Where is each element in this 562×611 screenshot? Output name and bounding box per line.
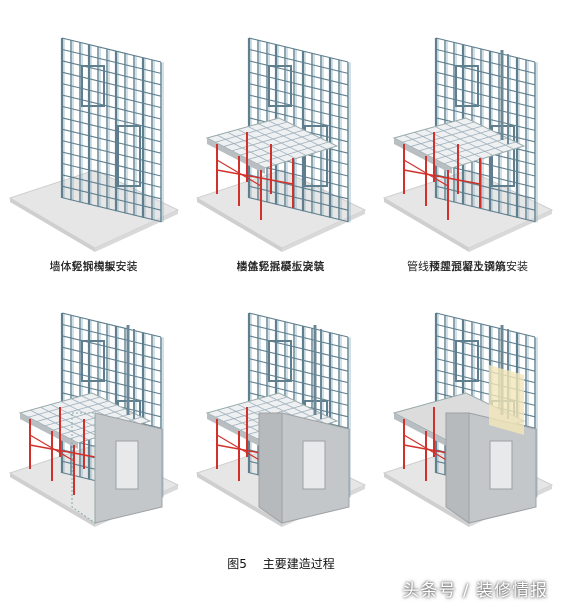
shoring-props — [403, 132, 481, 220]
ground-edge — [197, 198, 282, 252]
ground-edge — [384, 198, 469, 252]
ground-edge — [384, 473, 469, 527]
stage-panel-4 — [0, 295, 187, 545]
wall-formwork — [71, 412, 163, 524]
concrete-pour-highlight — [489, 365, 524, 435]
stage-illustration — [195, 312, 367, 527]
ground-slab — [8, 169, 180, 249]
ground-edge — [197, 473, 282, 527]
embedded-pipes — [126, 325, 135, 419]
light-steel-frame — [60, 37, 164, 223]
stage-caption: 墙体轻钢构架安装 — [49, 260, 138, 273]
embedded-pipes — [313, 325, 322, 419]
ground-edge — [10, 473, 95, 527]
stage-caption: 墙体免拆模板安装 — [49, 260, 138, 273]
stage-illustration — [8, 37, 180, 252]
floor-formwork — [205, 117, 339, 174]
figure-caption: 图5 主要建造过程 — [0, 555, 562, 572]
wall-formwork — [445, 412, 537, 524]
stage-panel-3 — [374, 20, 561, 270]
stage-illustration — [195, 37, 367, 252]
watermark: 头条号 / 装修情报 — [402, 581, 548, 601]
stage-panel-2 — [187, 20, 374, 270]
wall-formwork — [258, 412, 350, 524]
stage-caption: 管线预埋预留及钢筋安装 — [407, 260, 528, 273]
floor-formwork — [392, 117, 526, 174]
shoring-props — [216, 132, 294, 220]
stage-panel-5 — [187, 295, 374, 545]
stage-caption: 墙体轻混凝土浇筑 — [236, 260, 325, 273]
stage-illustration — [382, 37, 554, 252]
stage-caption: 楼盖混凝土浇筑 — [429, 260, 506, 273]
figure-title: 主要建造过程 — [262, 557, 335, 571]
stage-caption: 楼盖免拆模板安装 — [236, 260, 325, 273]
ground-edge — [10, 198, 95, 252]
figure-number: 图5 — [227, 557, 247, 571]
stage-panel-1 — [0, 20, 187, 270]
stage-illustration — [382, 312, 554, 527]
stage-illustration — [8, 312, 180, 527]
embedded-pipes — [500, 50, 509, 144]
stage-panel-6 — [374, 295, 561, 545]
